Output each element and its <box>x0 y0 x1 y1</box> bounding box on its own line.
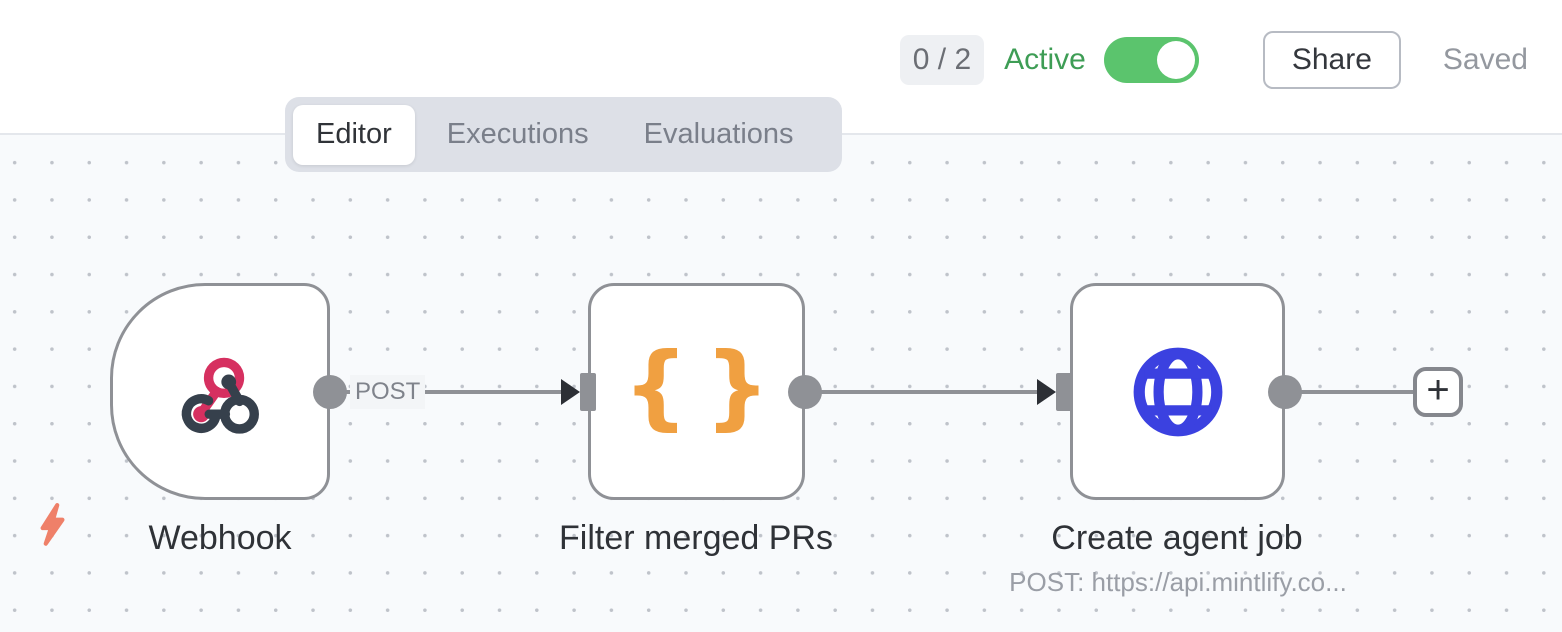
curly-braces-icon: {} <box>623 332 770 440</box>
node-webhook[interactable] <box>110 283 330 500</box>
tab-executions[interactable]: Executions <box>446 118 589 150</box>
output-connector[interactable] <box>788 375 822 409</box>
header-controls: 0 / 2 Active Share Saved <box>899 30 1528 90</box>
node-create-agent-job[interactable] <box>1070 283 1285 500</box>
input-port[interactable] <box>1056 373 1072 411</box>
connection-wire[interactable] <box>345 390 563 394</box>
input-port[interactable] <box>580 373 596 411</box>
node-title: Filter merged PRs <box>559 519 833 557</box>
toggle-knob-icon <box>1156 41 1195 79</box>
tab-evaluations[interactable]: Evaluations <box>643 118 794 150</box>
arrowhead-icon <box>1037 379 1056 405</box>
connection-wire[interactable] <box>820 390 1039 394</box>
connection-wire[interactable] <box>1300 390 1415 394</box>
globe-icon <box>1133 347 1222 436</box>
node-title: Create agent job <box>1051 519 1303 557</box>
view-tabbar: Editor Executions Evaluations <box>285 97 842 172</box>
webhook-icon <box>181 357 259 434</box>
active-label: Active <box>1004 43 1086 76</box>
issues-counter-badge[interactable]: 0 / 2 <box>899 35 985 85</box>
share-button[interactable]: Share <box>1262 31 1401 89</box>
arrowhead-icon <box>561 379 580 405</box>
node-title: Webhook <box>148 519 292 557</box>
add-node-button[interactable]: + <box>1413 367 1463 417</box>
output-post-label: POST <box>350 375 426 409</box>
node-filter-merged-prs[interactable]: {} <box>588 283 805 500</box>
output-connector[interactable] <box>1268 375 1302 409</box>
node-subtitle: POST: https://api.mintlify.co... <box>1009 567 1347 597</box>
tab-editor[interactable]: Editor <box>293 104 415 165</box>
output-connector[interactable] <box>313 375 347 409</box>
active-toggle[interactable] <box>1103 37 1199 83</box>
trigger-lightning-icon <box>40 503 65 546</box>
saved-status: Saved <box>1442 43 1528 76</box>
